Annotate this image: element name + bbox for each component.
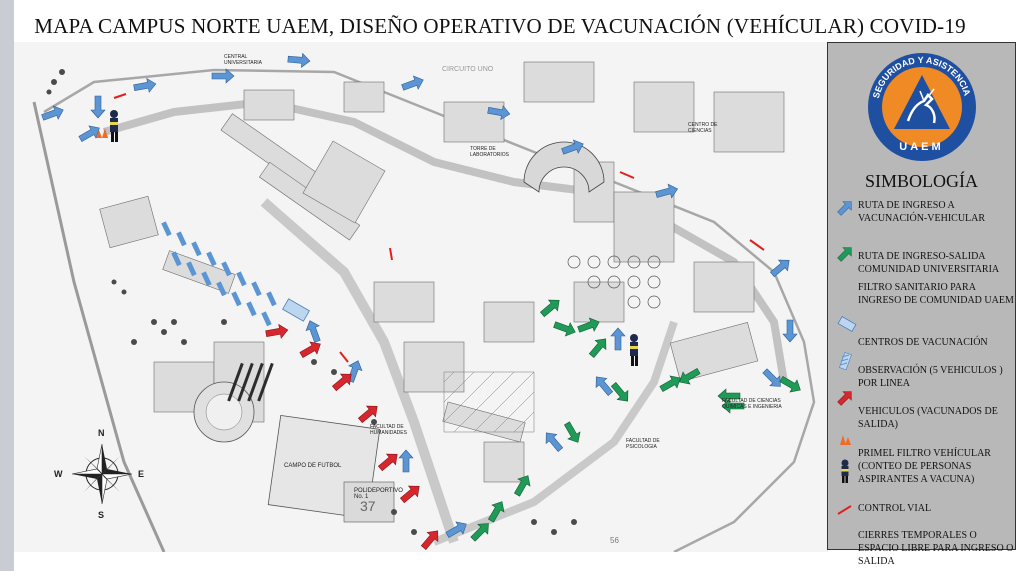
compass-n: N <box>98 428 105 438</box>
left-edge-strip <box>0 0 14 571</box>
compass-rose <box>71 443 133 505</box>
legend-item-temporary-closures: CIERRES TEMPORALES O ESPACIO LIBRE PARA … <box>858 530 1014 567</box>
label-psicologia: FACULTAD DE PSICOLOGIA <box>626 438 660 450</box>
compass-e: E <box>138 469 145 479</box>
label-circuito: CIRCUITO UNO <box>442 66 494 73</box>
legend-item-vaccination-centers: CENTROS DE VACUNACIÓN <box>858 337 988 348</box>
compass-s: S <box>98 510 105 520</box>
red-line-icon <box>837 505 852 515</box>
officer-figure-2 <box>630 334 638 366</box>
label-37: 37 <box>360 498 376 514</box>
label-polideportivo: POLIDEPORTIVO No. 1 <box>354 488 403 500</box>
uaem-logo: SEGURIDAD Y ASISTENCIA <box>868 53 976 161</box>
legend-item-traffic-control: CONTROL VIAL <box>858 503 932 514</box>
label-centro: CENTRO DE CIENCIAS <box>688 122 718 134</box>
label-football-field: CAMPO DE FUTBOL <box>284 463 342 469</box>
football-field <box>267 415 395 523</box>
campus-map: N S E W CAMPO DE FUTBOL POLIDEPORTIVO No… <box>14 42 828 552</box>
cones-and-officer-icon <box>840 435 851 483</box>
legend-panel: SEGURIDAD Y ASISTENCIA UAEM SIMBOLOGÍA R… <box>827 42 1016 567</box>
label-56: 56 <box>610 536 619 545</box>
map-drawing <box>14 42 828 552</box>
red-arrow-icon <box>837 391 852 406</box>
blue-arrow-icon <box>837 201 852 216</box>
legend-item-sanitary-filter: FILTRO SANITARIO PARA INGRESO DE COMUNID… <box>858 282 1014 306</box>
sanitary-filter-rect <box>282 298 310 322</box>
legend-item-green-route: RUTA DE INGRESO-SALIDA COMUNIDAD UNIVERS… <box>858 251 1000 275</box>
label-torre: TORRE DE LABORATORIOS <box>470 146 509 158</box>
label-humanidades: FACULTAD DE HUMANIDADES <box>370 424 407 436</box>
officer-figure-1 <box>110 110 118 142</box>
legend-title: SIMBOLOGÍA <box>864 171 978 191</box>
legend-item-observation: OBSERVACIÓN (5 VEHICULOS ) POR LINEA <box>858 365 1003 389</box>
green-arrow-icon <box>837 247 852 262</box>
legend-item-first-filter: PRIMEL FILTRO VEHÍCULAR (CONTEO DE PERSO… <box>858 448 991 485</box>
label-ciencias: FACULTAD DE CIENCIAS QUIMICAS E INGENIER… <box>722 398 782 410</box>
legend-item-vaccinated-vehicles: VEHICULOS (VACUNADOS DE SALIDA) <box>858 406 998 430</box>
compass-w: W <box>54 469 63 479</box>
legend-item-blue-route: RUTA DE INGRESO A VACUNACIÓN-VEHICULAR <box>858 200 986 224</box>
striped-bar-icon <box>839 352 852 371</box>
label-central: CENTRAL UNIVERSITARIA <box>224 54 262 66</box>
cones-icon-map <box>96 128 108 138</box>
logo-bottom-text: UAEM <box>899 141 944 153</box>
page-title: MAPA CAMPUS NORTE UAEM, DISEÑO OPERATIVO… <box>34 14 966 38</box>
light-blue-rectangle-icon <box>837 315 857 333</box>
